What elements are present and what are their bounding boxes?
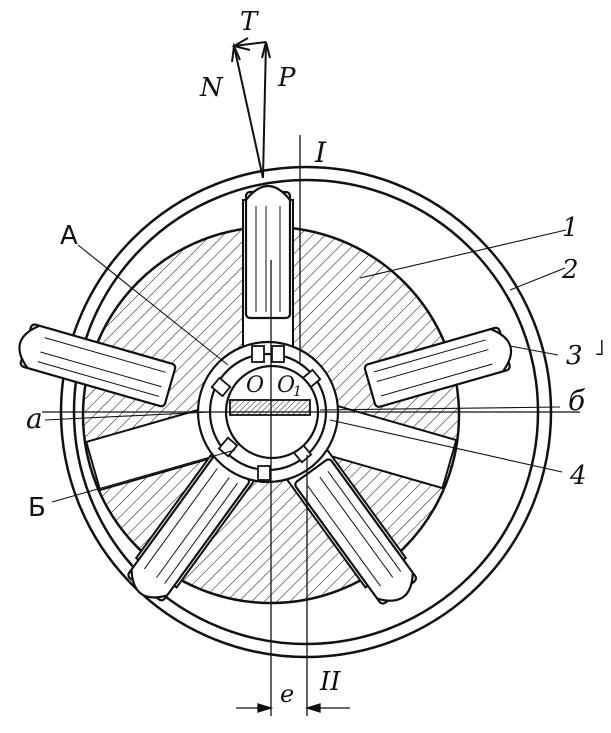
label-zone-b: б <box>568 384 586 417</box>
eccentricity-dimension <box>236 703 350 713</box>
force-T-arrow <box>233 41 267 47</box>
label-eccentricity: e <box>280 680 294 708</box>
arrowhead-T <box>231 37 251 51</box>
axle-partition <box>229 399 311 416</box>
leader-a <box>44 411 211 421</box>
label-P: P <box>277 63 296 93</box>
label-center-O1-sub: 1 <box>293 384 302 400</box>
label-axis-I: I <box>314 136 327 169</box>
label-N: N <box>199 73 224 103</box>
leader-4 <box>329 419 563 473</box>
leader-B <box>51 449 236 503</box>
label-part-1: 1 <box>562 213 579 243</box>
label-zone-a: a <box>26 402 43 435</box>
leader-1 <box>359 229 567 279</box>
plunger-lower-left <box>127 455 251 602</box>
plunger-left <box>363 326 513 408</box>
label-axis-II: II <box>319 667 341 697</box>
plunger-lower-right <box>294 458 418 605</box>
plunger-right <box>18 323 177 408</box>
plungers <box>18 184 513 605</box>
leader-A <box>77 244 229 366</box>
plunger-top <box>244 184 292 320</box>
leader-lines <box>44 229 567 503</box>
leader-3 <box>509 345 559 356</box>
leader-2 <box>509 267 566 291</box>
label-zone-A: A <box>60 221 78 251</box>
force-vectors <box>231 37 271 179</box>
label-part-3: 3 <box>566 341 583 371</box>
label-part-2: 2 <box>561 255 579 285</box>
arrowhead-P <box>261 41 271 59</box>
force-P-arrow <box>262 41 267 179</box>
force-N-arrow <box>233 45 264 179</box>
label-center-O: O <box>246 373 264 398</box>
label-T: T <box>240 7 259 37</box>
label-side-mark: ˩ <box>594 336 605 361</box>
centre-lines <box>42 135 580 716</box>
label-zone-B: Б <box>28 493 46 523</box>
label-center-O1: O <box>277 373 295 398</box>
label-part-4: 4 <box>569 461 587 491</box>
leader-b <box>319 406 561 411</box>
